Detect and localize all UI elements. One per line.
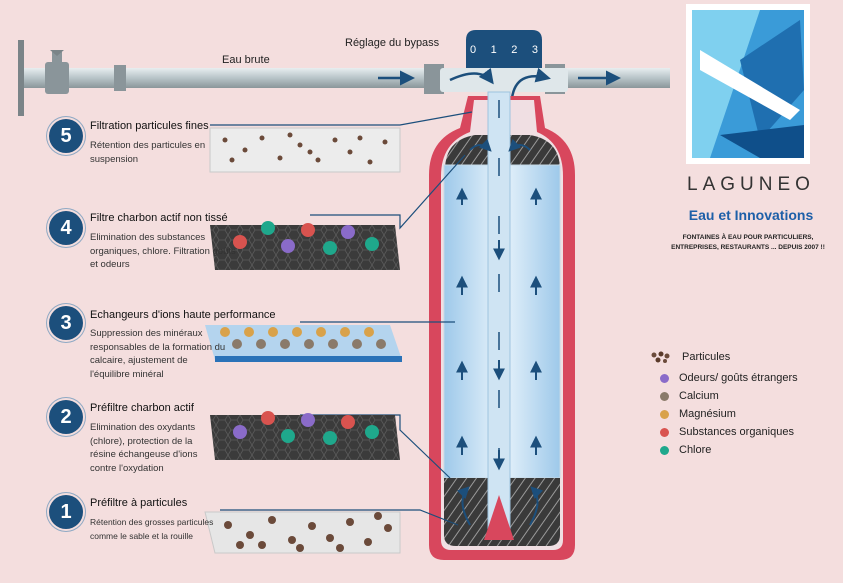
- chlorine-dot-icon: [660, 445, 669, 455]
- brand-tagline: Eau et Innovations: [688, 207, 814, 223]
- calcium-dot-icon: [660, 391, 669, 401]
- bypass-scale[interactable]: 0 1 2 3: [470, 44, 538, 56]
- stage-3-title: Echangeurs d'ions haute performance: [90, 309, 276, 321]
- brand-subline-2: ENTREPRISES, RESTAURANTS ... DEPUIS 2007…: [671, 244, 825, 251]
- stage-1-title: Préfiltre à particules: [90, 497, 188, 509]
- legend-label: Magnésium: [679, 408, 736, 420]
- stage-2-description: Elimination des oxydants (chlore), prote…: [90, 422, 198, 474]
- bypass-position-1[interactable]: 1: [490, 44, 497, 56]
- stage-3-badge: 3: [49, 306, 83, 340]
- legend-label: Particules: [682, 351, 731, 363]
- stage-4-description: Elimination des substances organiques, c…: [90, 232, 236, 270]
- legend-label: Odeurs/ goûts étrangers: [679, 372, 798, 384]
- legend-label: Substances organiques: [679, 426, 794, 438]
- stage-1-mat: [204, 511, 401, 554]
- legend-chlorine: Chlore: [660, 444, 711, 456]
- brand-name: LAGUNEO: [687, 174, 815, 195]
- stage-5-title: Filtration particules fines: [90, 120, 209, 132]
- legend-odors: Odeurs/ goûts étrangers: [660, 372, 798, 384]
- bypass-position-2[interactable]: 2: [511, 44, 518, 56]
- stage-1-description: Rétention des grosses particules comme l…: [90, 517, 214, 541]
- stage-3-description: Suppression des minéraux responsables de…: [90, 328, 226, 380]
- bypass-position-3[interactable]: 3: [531, 44, 538, 56]
- inlet-label: Eau brute: [222, 54, 270, 66]
- stage-2-badge: 2: [49, 400, 83, 434]
- inlet-pipe: [20, 68, 430, 88]
- particles-icon: [651, 351, 670, 363]
- stage-4-badge: 4: [49, 211, 83, 245]
- stage-5-mat: [209, 127, 401, 173]
- stage-2-mat: [210, 415, 400, 460]
- stage-5-description: Rétention des particules en suspension: [90, 140, 206, 165]
- stage-5-badge: 5: [49, 119, 83, 153]
- stage-1-badge: 1: [49, 495, 83, 529]
- legend-label: Chlore: [679, 444, 712, 456]
- bypass-label: Réglage du bypass: [345, 37, 440, 49]
- magnesium-dot-icon: [660, 409, 669, 419]
- odor-dot-icon: [660, 373, 669, 383]
- bypass-knob: [466, 30, 542, 72]
- organic-dot-icon: [660, 427, 669, 437]
- laguneo-logo: [686, 4, 810, 164]
- bypass-position-0[interactable]: 0: [470, 44, 477, 56]
- stage-3-mat: [205, 325, 402, 362]
- legend-organic: Substances organiques: [660, 426, 794, 438]
- legend-magnesium: Magnésium: [660, 408, 736, 420]
- brand-subline-1: FONTAINES À EAU POUR PARTICULIERS,: [682, 234, 814, 241]
- legend-calcium: Calcium: [660, 390, 719, 402]
- stage-2-title: Préfiltre charbon actif: [90, 402, 194, 414]
- legend-label: Calcium: [679, 390, 719, 402]
- stage-4-title: Filtre charbon actif non tissé: [90, 212, 228, 224]
- legend-particles: Particules: [650, 350, 730, 364]
